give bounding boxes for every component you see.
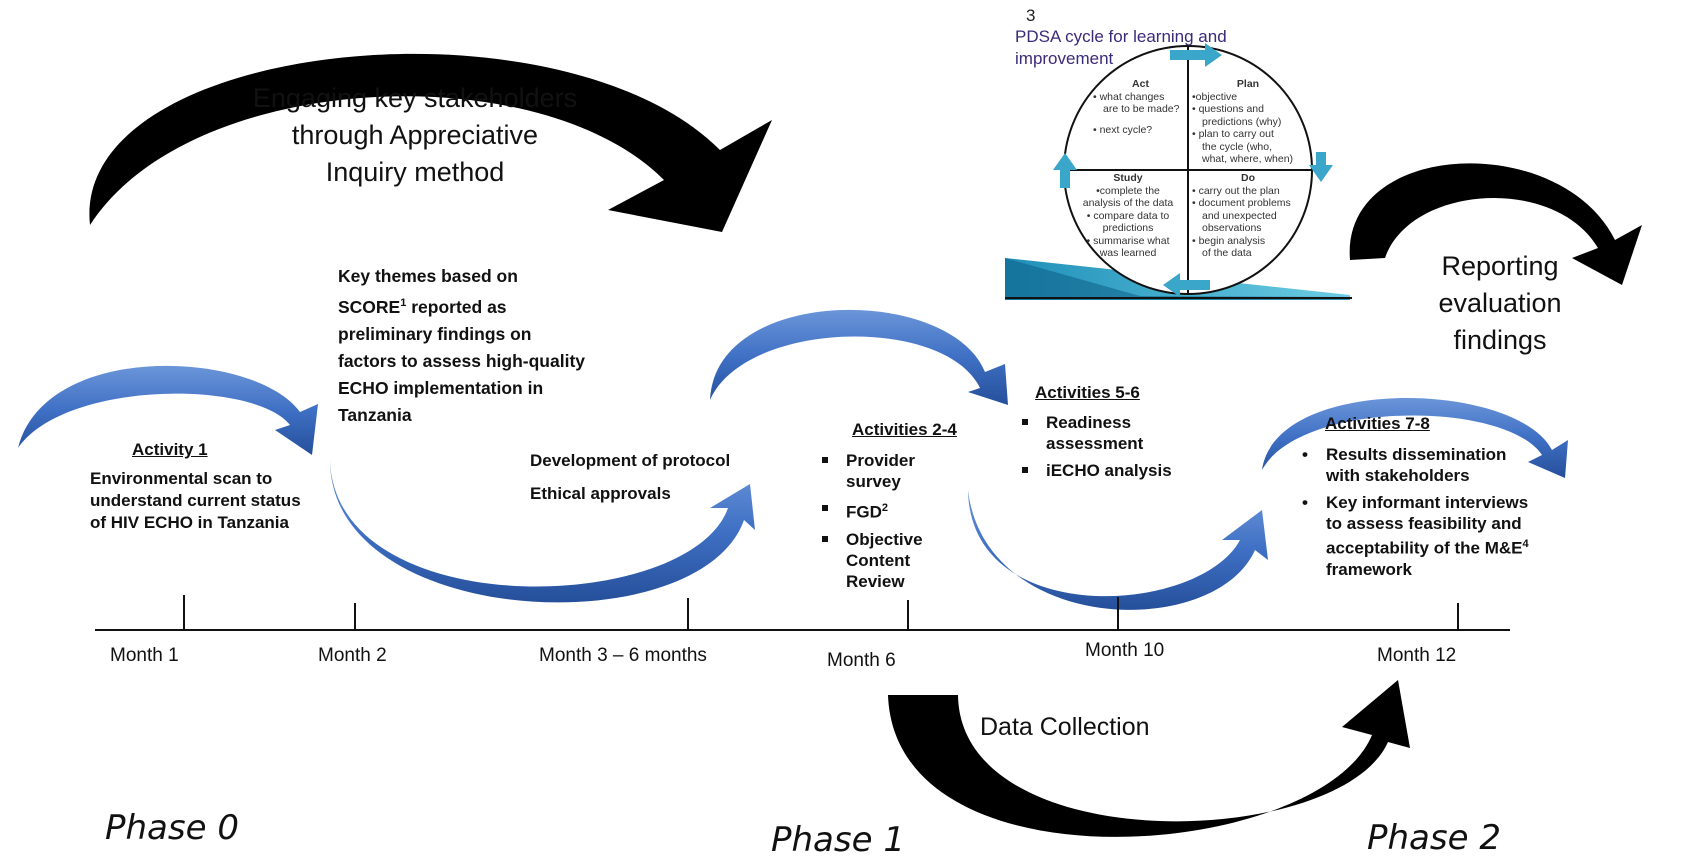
activities-7-8-list: Results dissemination with stakeholders …	[1300, 444, 1540, 586]
pdsa-act-quadrant: Act • what changes are to be made? • nex…	[1093, 78, 1188, 136]
pdsa-act-heading: Act	[1132, 78, 1149, 90]
pdsa-line: analysis of the data	[1082, 197, 1174, 209]
activities56-arrow	[968, 490, 1268, 610]
pdsa-line	[1093, 116, 1188, 124]
phase-1-label: Phase 1	[771, 820, 905, 860]
pdsa-line: • summarise what	[1086, 234, 1170, 247]
timeline	[95, 595, 1510, 631]
pdsa-line: of the data	[1202, 247, 1252, 259]
pdsa-footnote-number: 3	[1026, 6, 1036, 25]
month-6-label: Month 6	[827, 650, 896, 671]
reporting-arrow	[1349, 163, 1642, 285]
activity1-title: Activity 1	[132, 440, 208, 459]
pdsa-line: observations	[1202, 222, 1262, 234]
phase-2-label: Phase 2	[1367, 818, 1501, 858]
development-block: Development of protocol Ethical approval…	[530, 444, 730, 510]
key-themes-footnote: 1	[400, 297, 407, 309]
list-item-text: Provider survey	[846, 451, 915, 491]
pdsa-line: • document problems	[1192, 197, 1291, 209]
list-item: Objective Content Review	[820, 529, 970, 592]
pdsa-arrow-bottom	[1163, 273, 1210, 297]
pdsa-line: predictions (why)	[1202, 115, 1282, 128]
month-3-6-label: Month 3 – 6 months	[539, 645, 707, 666]
engaging-arrow	[89, 53, 772, 232]
pdsa-arrow-right	[1309, 152, 1333, 182]
pdsa-line: •objective	[1192, 90, 1238, 103]
activities-2-4-title: Activities 2-4	[852, 420, 957, 439]
data-collection-arrow	[888, 680, 1410, 837]
pdsa-cycle-graphic	[1005, 43, 1352, 300]
pdsa-line: • what changes	[1093, 90, 1165, 103]
protocol-arrow	[710, 309, 1008, 405]
month-2-label: Month 2	[318, 645, 387, 666]
pdsa-plan-quadrant: Plan •objective • questions and predicti…	[1192, 78, 1304, 166]
activities-2-4-list: Provider survey FGD2 Objective Content R…	[820, 450, 970, 598]
list-item: Results dissemination with stakeholders	[1300, 444, 1540, 486]
month-1-label: Month 1	[110, 645, 179, 666]
pdsa-line: • questions and	[1192, 103, 1264, 115]
activities-7-8-title: Activities 7-8	[1325, 414, 1430, 433]
key-themes-pre: Key themes based on SCORE	[338, 266, 518, 317]
pdsa-line: • begin analysis	[1192, 234, 1266, 247]
pdsa-do-heading: Do	[1241, 172, 1255, 184]
pdsa-line: • next cycle?	[1093, 123, 1153, 136]
me-footnote: 4	[1522, 538, 1529, 550]
pdsa-do-quadrant: Do • carry out the plan • document probl…	[1192, 172, 1304, 260]
pdsa-line: are to be made?	[1103, 103, 1180, 115]
pdsa-line: • plan to carry out	[1192, 128, 1274, 140]
pdsa-line: the cycle (who,	[1202, 140, 1273, 153]
activities-5-6-title: Activities 5-6	[1035, 383, 1140, 402]
key-themes-post: reported as preliminary findings on fact…	[338, 296, 586, 425]
pdsa-plan-heading: Plan	[1236, 78, 1260, 90]
activity1-text: Environmental scan to understand current…	[90, 469, 301, 532]
pdsa-line: was learned	[1099, 247, 1157, 259]
pdsa-title: PDSA cycle for learning and improvement	[1015, 27, 1227, 68]
pdsa-study-quadrant: Study •complete the analysis of the data…	[1072, 172, 1184, 260]
month-12-label: Month 12	[1377, 645, 1457, 666]
activities78-arrow	[1262, 397, 1568, 478]
activity1-arrow	[18, 365, 318, 455]
pdsa-arrow-top	[1170, 43, 1222, 67]
list-item-text: Objective Content Review	[846, 529, 923, 591]
list-item-text: Key informant interviews to assess feasi…	[1326, 493, 1529, 558]
reporting-findings-label: Reporting evaluation findings	[1438, 251, 1562, 355]
pdsa-line: what, where, when)	[1202, 153, 1294, 165]
activities-5-6-list: Readiness assessment iECHO analysis	[1020, 412, 1205, 487]
engaging-stakeholders-label: Engaging key stakeholders through Apprec…	[252, 83, 578, 187]
month-10-label: Month 10	[1085, 640, 1165, 661]
pdsa-arrow-left	[1053, 153, 1077, 188]
list-item: Key informant interviews to assess feasi…	[1300, 492, 1540, 580]
phase-0-label: Phase 0	[105, 808, 239, 848]
pdsa-line: •complete the	[1096, 184, 1160, 197]
pdsa-line: • carry out the plan	[1192, 184, 1280, 197]
key-themes-text: Key themes based on SCORE1 reported as p…	[338, 263, 588, 429]
list-item: Provider survey	[820, 450, 970, 492]
pdsa-line: predictions	[1102, 222, 1154, 234]
list-item-text: Readiness assessment	[1046, 413, 1144, 453]
development-protocol: Development of protocol	[530, 451, 731, 470]
pdsa-line: • compare data to	[1086, 209, 1170, 222]
ethical-approvals: Ethical approvals	[530, 484, 671, 503]
list-item-text: iECHO analysis	[1046, 461, 1172, 480]
list-item: iECHO analysis	[1020, 460, 1205, 481]
list-item: Readiness assessment	[1020, 412, 1205, 454]
pdsa-line: and unexpected	[1202, 209, 1277, 222]
list-item-text: Results dissemination with stakeholders	[1326, 445, 1507, 485]
data-collection-label: Data Collection	[980, 713, 1150, 741]
list-item-text-end: framework	[1326, 559, 1412, 579]
fgd-footnote: 2	[881, 502, 889, 514]
list-item: FGD2	[820, 498, 970, 523]
list-item-text: FGD	[846, 502, 882, 522]
pdsa-study-heading: Study	[1113, 172, 1143, 184]
